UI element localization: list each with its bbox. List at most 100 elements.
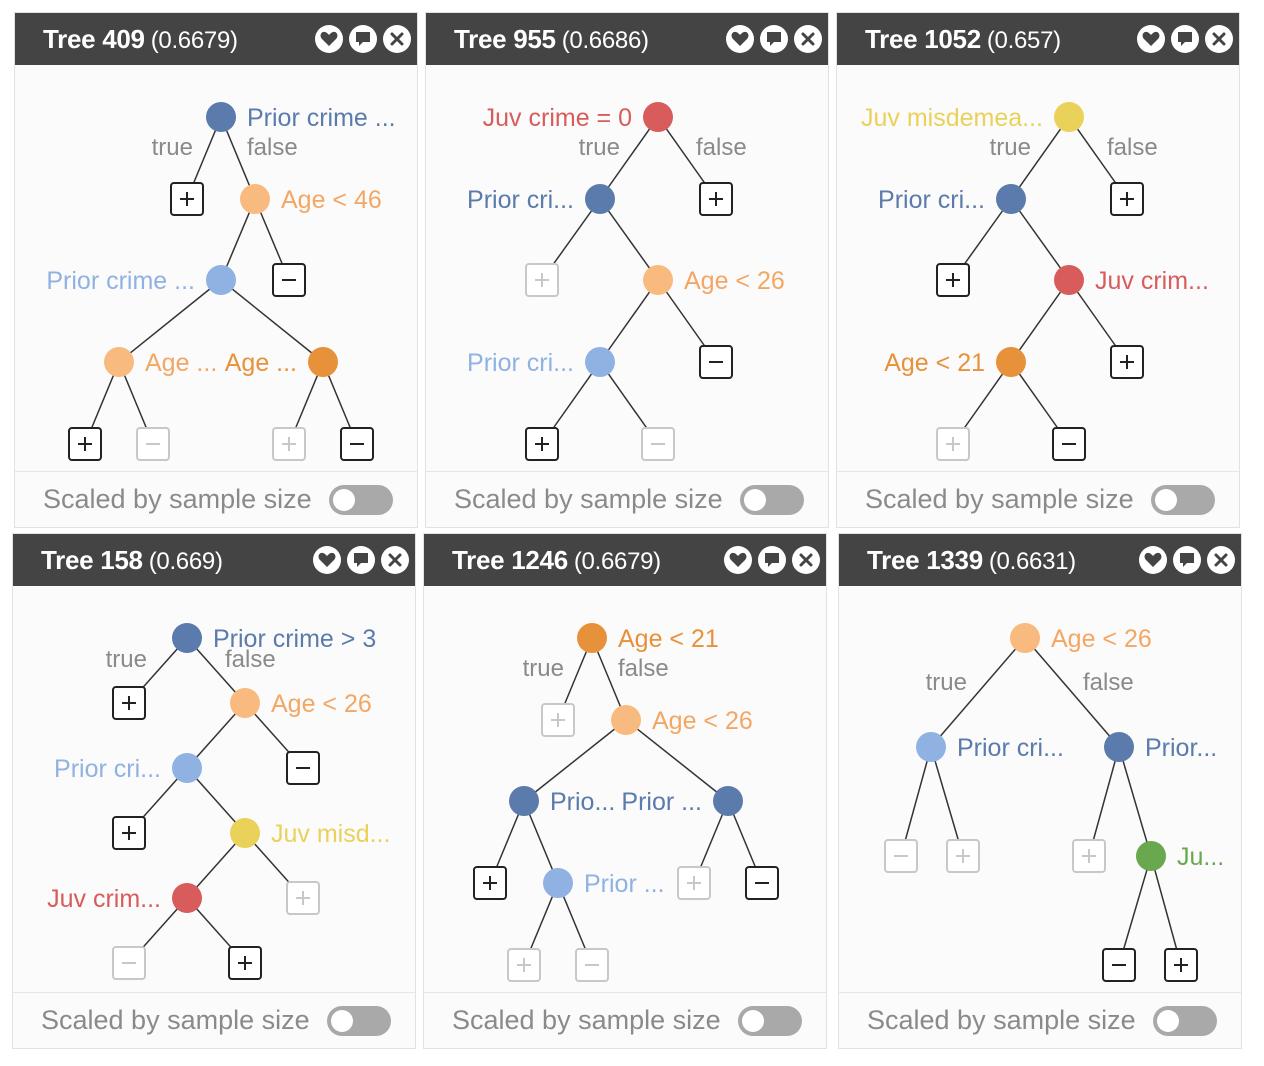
leaf-positive[interactable] — [1110, 182, 1144, 216]
leaf-positive[interactable] — [1110, 345, 1144, 379]
node-label: Prior cri... — [467, 349, 574, 377]
leaf-positive[interactable] — [525, 427, 559, 461]
scaled-by-sample-size-toggle[interactable] — [329, 485, 393, 515]
favorite-heart-icon[interactable] — [1139, 546, 1167, 574]
favorite-heart-icon[interactable] — [1137, 25, 1165, 53]
leaf-positive[interactable] — [677, 866, 711, 900]
favorite-heart-icon[interactable] — [726, 25, 754, 53]
close-icon[interactable] — [383, 25, 411, 53]
split-node[interactable] — [996, 347, 1026, 377]
node-label: Juv crim... — [1095, 267, 1209, 295]
split-node[interactable] — [585, 184, 615, 214]
split-node[interactable] — [643, 265, 673, 295]
comment-icon[interactable] — [1171, 25, 1199, 53]
edge-label-true: true — [926, 669, 967, 696]
leaf-positive[interactable] — [936, 263, 970, 297]
leaf-negative[interactable] — [575, 948, 609, 982]
leaf-negative[interactable] — [1102, 948, 1136, 982]
split-node[interactable] — [172, 623, 202, 653]
split-node[interactable] — [1054, 265, 1084, 295]
comment-icon[interactable] — [349, 25, 377, 53]
leaf-positive[interactable] — [170, 182, 204, 216]
leaf-negative[interactable] — [699, 345, 733, 379]
node-label: Prior ... — [584, 870, 665, 898]
leaf-positive[interactable] — [112, 816, 146, 850]
split-node[interactable] — [172, 753, 202, 783]
split-node[interactable] — [916, 732, 946, 762]
favorite-heart-icon[interactable] — [313, 546, 341, 574]
split-node[interactable] — [996, 184, 1026, 214]
split-node[interactable] — [1104, 732, 1134, 762]
leaf-positive[interactable] — [946, 839, 980, 873]
node-label: Prio... — [550, 788, 615, 816]
node-label: Juv misdemea... — [861, 104, 1043, 132]
close-icon[interactable] — [792, 546, 820, 574]
split-node[interactable] — [206, 102, 236, 132]
split-node[interactable] — [643, 102, 673, 132]
split-node[interactable] — [230, 688, 260, 718]
panel-footer: Scaled by sample size — [15, 471, 417, 527]
leaf-positive[interactable] — [699, 182, 733, 216]
leaf-positive[interactable] — [112, 686, 146, 720]
comment-icon[interactable] — [758, 546, 786, 574]
node-label: Prior... — [1145, 734, 1217, 762]
favorite-heart-icon[interactable] — [724, 546, 752, 574]
comment-icon[interactable] — [1173, 546, 1201, 574]
split-node[interactable] — [230, 818, 260, 848]
split-node[interactable] — [104, 347, 134, 377]
leaf-positive[interactable] — [228, 946, 262, 980]
split-node[interactable] — [1054, 102, 1084, 132]
close-icon[interactable] — [1205, 25, 1233, 53]
scaled-by-sample-size-label: Scaled by sample size — [41, 1005, 310, 1035]
split-node[interactable] — [611, 705, 641, 735]
leaf-negative[interactable] — [745, 866, 779, 900]
close-icon[interactable] — [794, 25, 822, 53]
close-icon[interactable] — [381, 546, 409, 574]
toggle-knob — [333, 489, 355, 511]
toggle-knob — [742, 1010, 764, 1032]
leaf-positive[interactable] — [1072, 839, 1106, 873]
split-node[interactable] — [577, 623, 607, 653]
split-node[interactable] — [1010, 623, 1040, 653]
leaf-negative[interactable] — [286, 751, 320, 785]
leaf-negative[interactable] — [884, 839, 918, 873]
leaf-negative[interactable] — [340, 427, 374, 461]
leaf-positive[interactable] — [525, 263, 559, 297]
leaf-negative[interactable] — [112, 946, 146, 980]
comment-icon[interactable] — [347, 546, 375, 574]
scaled-by-sample-size-label: Scaled by sample size — [454, 484, 723, 514]
scaled-by-sample-size-toggle[interactable] — [738, 1006, 802, 1036]
close-icon[interactable] — [1207, 546, 1235, 574]
leaf-positive[interactable] — [936, 427, 970, 461]
split-node[interactable] — [509, 786, 539, 816]
leaf-positive[interactable] — [541, 703, 575, 737]
leaf-positive[interactable] — [507, 948, 541, 982]
split-node[interactable] — [543, 868, 573, 898]
leaf-positive[interactable] — [1164, 948, 1198, 982]
split-node[interactable] — [240, 184, 270, 214]
node-label: Age < 26 — [271, 690, 372, 718]
leaf-positive[interactable] — [272, 427, 306, 461]
favorite-heart-icon[interactable] — [315, 25, 343, 53]
leaf-negative[interactable] — [136, 427, 170, 461]
leaf-positive[interactable] — [68, 427, 102, 461]
scaled-by-sample-size-toggle[interactable] — [1151, 485, 1215, 515]
leaf-positive[interactable] — [473, 866, 507, 900]
comment-icon[interactable] — [760, 25, 788, 53]
split-node[interactable] — [1136, 841, 1166, 871]
split-node[interactable] — [585, 347, 615, 377]
split-node[interactable] — [308, 347, 338, 377]
leaf-positive[interactable] — [286, 881, 320, 915]
leaf-negative[interactable] — [1052, 427, 1086, 461]
leaf-negative[interactable] — [641, 427, 675, 461]
split-node[interactable] — [713, 786, 743, 816]
scaled-by-sample-size-toggle[interactable] — [327, 1006, 391, 1036]
scaled-by-sample-size-toggle[interactable] — [740, 485, 804, 515]
leaf-negative[interactable] — [272, 263, 306, 297]
scaled-by-sample-size-toggle[interactable] — [1153, 1006, 1217, 1036]
node-label: Prior cri... — [957, 734, 1064, 762]
tree-edge — [1118, 855, 1152, 966]
split-node[interactable] — [172, 883, 202, 913]
split-node[interactable] — [206, 265, 236, 295]
